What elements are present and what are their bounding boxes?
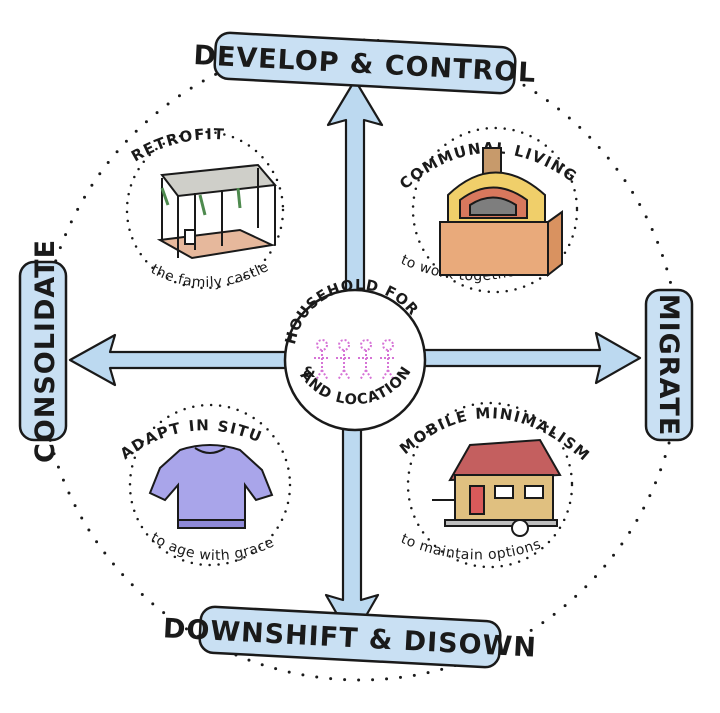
axis-label-bottom: DOWNSHIFT & DISOWN — [162, 605, 538, 669]
quadrant-circle-top-right — [411, 126, 579, 294]
pizza-oven-icon — [439, 147, 563, 278]
axis-left-text: CONSOLIDATE — [30, 239, 61, 463]
svg-text:to age with grace: to age with grace — [148, 530, 277, 564]
sweater-icon — [148, 444, 274, 529]
center-ampersand: & — [303, 365, 317, 381]
axis-right-text: MIGRATE — [653, 294, 684, 437]
arrow-down — [324, 418, 380, 642]
axis-label-left: CONSOLIDATE — [18, 239, 68, 463]
pergola-icon — [156, 163, 277, 260]
quadrant-circle-bottom-left — [128, 403, 292, 567]
adapt-in-situ-subtitle: to age with grace — [148, 530, 276, 564]
svg-text:the family castle: the family castle — [148, 259, 271, 291]
arrow-right — [418, 331, 642, 385]
svg-text:RETROFIT: RETROFIT — [128, 125, 226, 165]
tiny-house-icon — [432, 438, 562, 537]
axis-label-right: MIGRATE — [644, 288, 694, 442]
center-circle — [283, 288, 427, 432]
quadrant-circle-top-left — [125, 130, 285, 290]
people-icon — [314, 339, 396, 381]
axis-label-top: DEVELOP & CONTROL — [193, 31, 537, 95]
arrow-up — [326, 78, 384, 302]
quadrant-circle-bottom-right — [406, 401, 574, 569]
retrofit-subtitle: the family castle — [148, 259, 271, 291]
arrow-left — [68, 333, 302, 387]
retrofit-title: RETROFIT — [128, 125, 224, 165]
